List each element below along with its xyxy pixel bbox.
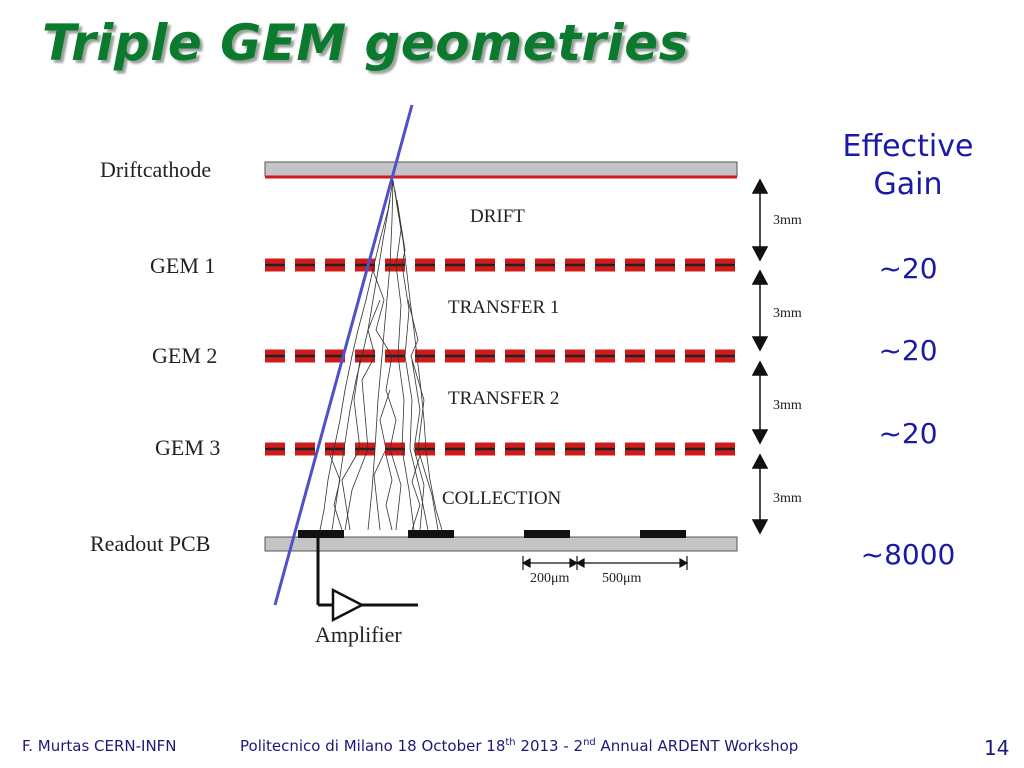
gain-value-gem1: ~20	[878, 252, 938, 285]
region-label-drift: DRIFT	[470, 206, 525, 227]
region-label-collection: COLLECTION	[442, 488, 562, 509]
page-number: 14	[984, 736, 1010, 760]
layer-label-gem1: GEM 1	[150, 253, 215, 278]
layer-label-gem3: GEM 3	[155, 435, 220, 460]
layer-label-gem2: GEM 2	[152, 343, 217, 368]
readout-pcb-plate	[264, 536, 738, 552]
slide-title: Triple GEM geometries	[42, 14, 689, 72]
drift-cathode-plate	[264, 161, 738, 177]
footer-event-sup-nd: nd	[583, 737, 596, 748]
footer-event-mid: 2013 - 2	[515, 737, 584, 755]
gain-value-gem2: ~20	[878, 334, 938, 367]
layer-label-readout-pcb: Readout PCB	[90, 531, 210, 556]
gain-header-line1: Effective	[842, 129, 974, 164]
gain-value-gem3: ~20	[878, 417, 938, 450]
electron-avalanche	[319, 179, 443, 531]
particle-track	[273, 104, 414, 606]
readout-pads	[298, 530, 686, 538]
footer-event: Politecnico di Milano 18 October 18th 20…	[240, 737, 798, 755]
footer-event-prefix: Politecnico di Milano 18 October 18	[240, 737, 506, 755]
footer-event-sup-th: th	[505, 737, 516, 748]
footer-author: F. Murtas CERN-INFN	[22, 737, 177, 755]
gap-label-collection: 3mm	[773, 491, 802, 506]
region-label-transfer2: TRANSFER 2	[448, 388, 559, 409]
gap-label-drift: 3mm	[773, 213, 802, 228]
gap-dimension-arrows	[751, 178, 769, 535]
pad-dimension-arrows	[521, 556, 689, 570]
gain-value-total: ~8000	[860, 538, 956, 571]
amplifier-label: Amplifier	[315, 622, 402, 647]
layer-label-driftcathode: Driftcathode	[100, 157, 211, 182]
gap-label-transfer1: 3mm	[773, 306, 802, 321]
pad-label-pitch: 500μm	[602, 571, 642, 586]
region-label-transfer1: TRANSFER 1	[448, 297, 559, 318]
gain-header: Effective Gain	[820, 128, 996, 204]
pad-label-width: 200μm	[530, 571, 570, 586]
footer-event-suffix: Annual ARDENT Workshop	[595, 737, 799, 755]
gap-label-transfer2: 3mm	[773, 398, 802, 413]
amplifier-circuit	[316, 538, 418, 623]
gain-header-line2: Gain	[873, 167, 943, 202]
